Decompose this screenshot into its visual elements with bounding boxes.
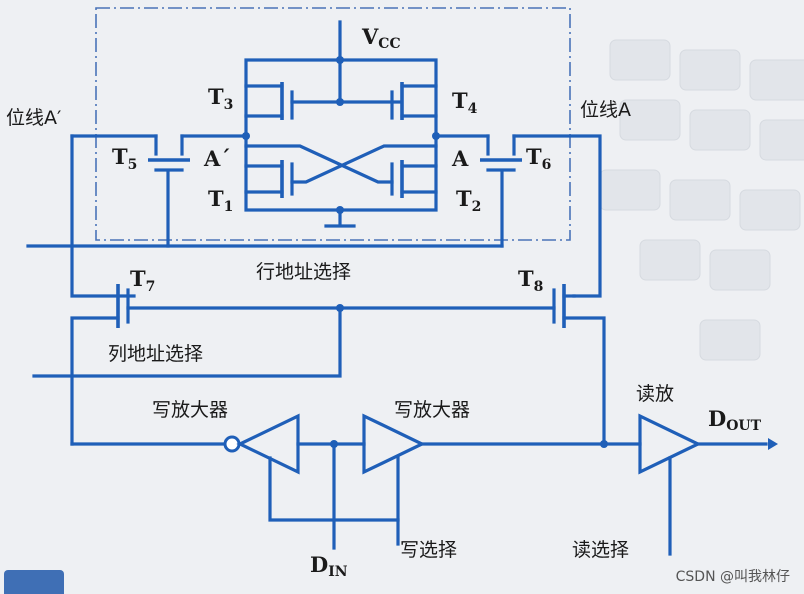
read-select-label: 读选择	[572, 539, 629, 561]
t3-label: T3	[208, 84, 233, 113]
t2-label: T2	[456, 186, 481, 215]
t5-label: T5	[112, 144, 137, 173]
bitline-junction-dot	[600, 440, 608, 448]
dout-label: DOUT	[708, 406, 762, 434]
cell-boundary	[95, 7, 571, 241]
t4-label: T4	[452, 88, 478, 117]
write-amp-right-label: 写放大器	[394, 399, 470, 421]
row-select-label: 行地址选择	[256, 261, 351, 283]
t8-label: T8	[518, 266, 543, 295]
bitline-left-label: 位线A′	[6, 107, 61, 129]
vcc-label: VCC	[361, 24, 401, 52]
t1-label: T1	[208, 186, 233, 215]
read-amp-label: 读放	[636, 383, 674, 405]
vcc-node-dot	[336, 56, 344, 64]
bitline-right-label: 位线A	[580, 99, 631, 121]
t6-label: T6	[526, 144, 551, 173]
write-select-label: 写选择	[400, 539, 457, 561]
din-label: DIN	[310, 552, 348, 580]
watermark: CSDN @叫我林仔	[675, 569, 790, 585]
write-amp-left-label: 写放大器	[152, 399, 228, 421]
dout-arrow	[768, 438, 778, 450]
t7-label: T7	[130, 266, 155, 295]
node-a-prime-label: A´	[203, 146, 231, 171]
col-select-label: 列地址选择	[108, 343, 203, 365]
node-a-label: A	[451, 146, 469, 171]
corner-logo	[4, 570, 64, 594]
